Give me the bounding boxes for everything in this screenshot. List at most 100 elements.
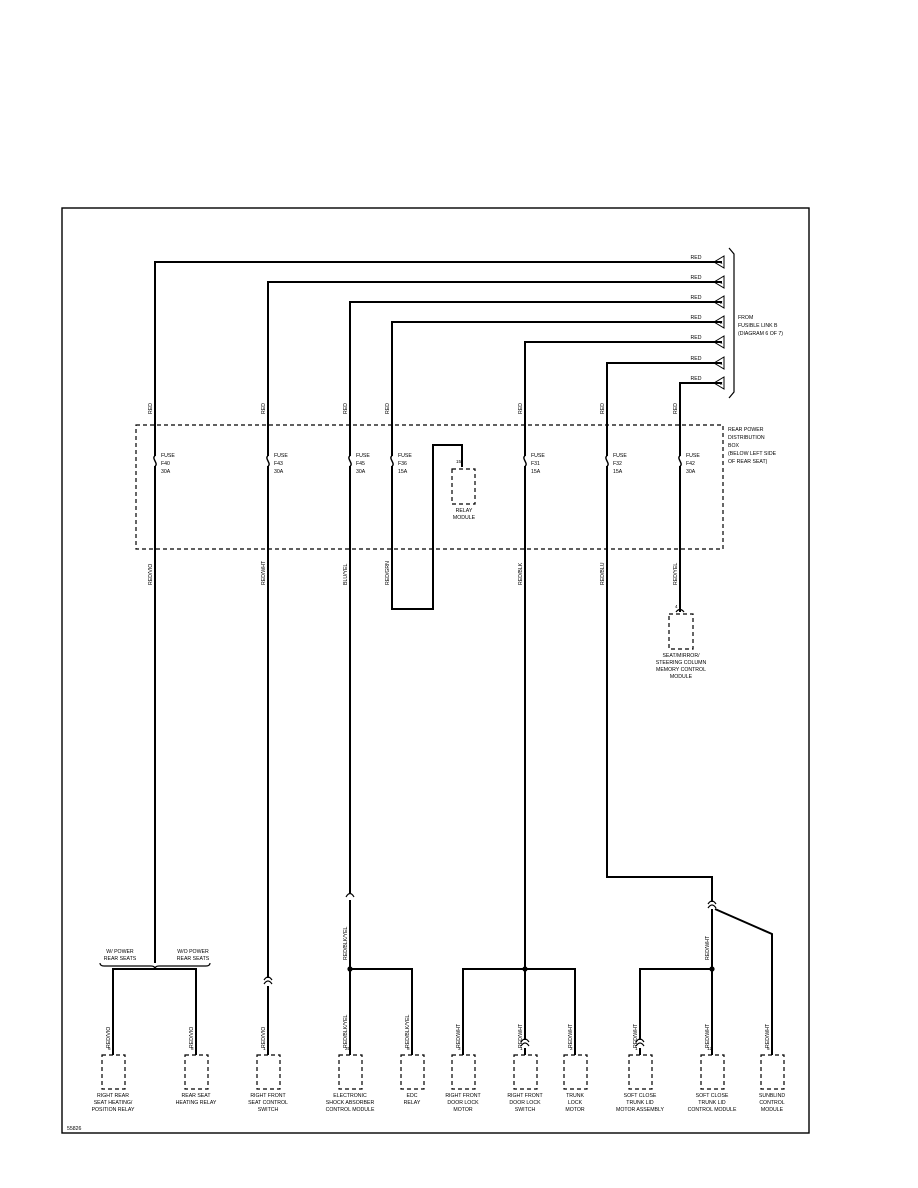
- fuse-rating: 30A: [356, 469, 366, 475]
- fuse-name: FUSE: [613, 453, 627, 459]
- component-box: [256, 1054, 281, 1090]
- wire-door-lock-bus: [462, 968, 576, 1055]
- wire-f40-in: [154, 261, 722, 456]
- fuse-in-wire: RED: [673, 403, 679, 414]
- component-label-line: EDC: [407, 1093, 418, 1099]
- dist-box-line-5: OF REAR SEAT): [728, 459, 768, 465]
- fuse-id: F45: [356, 461, 365, 467]
- relay-module-pin: 15: [456, 459, 462, 464]
- memory-module-box: [668, 613, 694, 650]
- source-wire-label: RED: [691, 275, 702, 281]
- with-power-line-2: REAR SEATS: [104, 956, 137, 962]
- fuse-out-wire: RED/YEL: [673, 563, 679, 585]
- component-box: [513, 1054, 538, 1090]
- source-wire-label: RED: [691, 335, 702, 341]
- fuses: FUSE F40 30A RED RED/VIO FUSE F43 30A RED RED/WHT…: [148, 403, 700, 585]
- source-title-line-3: (DIAGRAM 6 OF 7): [738, 331, 783, 337]
- source-wire-label: RED: [691, 356, 702, 362]
- component-wire-label: RED/VIO: [106, 1027, 112, 1048]
- wire-f42-in: [679, 382, 722, 456]
- component-label-line: SWITCH: [515, 1107, 536, 1113]
- component-label-line: TRUNK LID: [698, 1100, 726, 1106]
- component-label-line: RIGHT REAR: [97, 1093, 129, 1099]
- memory-module-pin: 4: [675, 604, 678, 609]
- fuse-rating: 15A: [531, 469, 541, 475]
- fuse-name: FUSE: [161, 453, 175, 459]
- fuse-symbol: [605, 455, 609, 467]
- source-wire-label: RED: [691, 255, 702, 261]
- component-pin: 2: [570, 1046, 573, 1051]
- fuse-name: FUSE: [274, 453, 288, 459]
- splice-shock: [347, 966, 353, 972]
- component-wire-label: RED/WHT: [633, 1023, 639, 1048]
- component-pin: 8: [407, 1046, 410, 1051]
- fuse-symbol: [678, 455, 682, 467]
- fuse-out-wire: RED/BLK: [518, 562, 524, 585]
- source-pin-arrow: [713, 356, 725, 370]
- component-box: [451, 1054, 476, 1090]
- source-wire-label: RED: [691, 376, 702, 382]
- component-label-line: MODULE: [761, 1107, 784, 1113]
- fuse-out-wire: RED/VIO: [148, 564, 154, 585]
- rear-power-distribution-box: [135, 424, 724, 550]
- component-box: [700, 1054, 725, 1090]
- fuse-id: F43: [274, 461, 283, 467]
- dist-box-line-1: REAR POWER: [728, 427, 764, 433]
- component-wire-label: RED/WHT: [518, 1023, 524, 1048]
- fuse-id: F32: [613, 461, 622, 467]
- fuse-id: F31: [531, 461, 540, 467]
- component-label-line: MOTOR: [453, 1107, 472, 1113]
- source-wire-label: RED: [691, 315, 702, 321]
- component-label-line: REAR SEAT: [181, 1093, 211, 1099]
- relay-module-line-1: RELAY: [456, 508, 473, 514]
- fuse-rating: 15A: [398, 469, 408, 475]
- fuse-name: FUSE: [356, 453, 370, 459]
- component-wire-label: RED/BLK/YEL: [343, 1014, 349, 1048]
- component-label-line: LOCK: [568, 1100, 583, 1106]
- relay-module-box: [451, 468, 476, 505]
- component-box: [628, 1054, 653, 1090]
- fuse-rating: 15A: [613, 469, 623, 475]
- fuse-rating: 30A: [161, 469, 171, 475]
- fuse-symbol: [266, 455, 270, 467]
- wire-f36-in: [391, 321, 722, 456]
- component-label-line: RELAY: [404, 1100, 421, 1106]
- source-wire-label: RED: [691, 295, 702, 301]
- connector-mark-f43a: [263, 976, 273, 981]
- fuse-out-wire: RED/WHT: [261, 560, 267, 585]
- fuse-out-wire: BLU/YEL: [343, 564, 349, 585]
- component-wire-label: RED/WHT: [568, 1023, 574, 1048]
- diagram-frame: [61, 207, 810, 1134]
- fuse-name: FUSE: [686, 453, 700, 459]
- splice-door-lock: [522, 966, 528, 972]
- component-pin: 1: [263, 1046, 266, 1051]
- component-pin: 25: [345, 1046, 351, 1051]
- component-pin: 6: [108, 1046, 111, 1051]
- connector-mark-switch-b: [520, 1042, 530, 1047]
- wire-f31-in: [524, 341, 722, 456]
- component-pin: 1: [520, 1046, 523, 1051]
- fuse-symbol: [523, 455, 527, 467]
- trunk-wire-lid: RED/WHT: [705, 935, 711, 960]
- memory-module-line-3: MEMORY CONTROL: [656, 667, 706, 673]
- source-pin-arrow: [713, 315, 725, 329]
- component-box: [400, 1054, 425, 1090]
- with-power-line-1: W/ POWER: [106, 949, 134, 955]
- source-title-line-2: FUSIBLE LINK B: [738, 323, 778, 329]
- fuse-id: F36: [398, 461, 407, 467]
- fuse-symbol: [390, 455, 394, 467]
- connector-mark-f32b: [707, 904, 717, 909]
- component-pin: 12: [707, 1046, 713, 1051]
- component-pin: 1: [635, 1046, 638, 1051]
- fuse-in-wire: RED: [518, 403, 524, 414]
- distribution-box-label: REAR POWER DISTRIBUTION BOX (BELOW LEFT …: [728, 427, 777, 465]
- connector-mark-lid-a: [635, 1038, 645, 1043]
- memory-module-line-2: STEERING COLUMN: [656, 660, 707, 666]
- component-box: [563, 1054, 588, 1090]
- fuse-symbol: [348, 455, 352, 467]
- component-label-line: TRUNK: [566, 1093, 584, 1099]
- fuse-id: F40: [161, 461, 170, 467]
- fuse-in-wire: RED: [261, 403, 267, 414]
- without-power-line-2: REAR SEATS: [177, 956, 210, 962]
